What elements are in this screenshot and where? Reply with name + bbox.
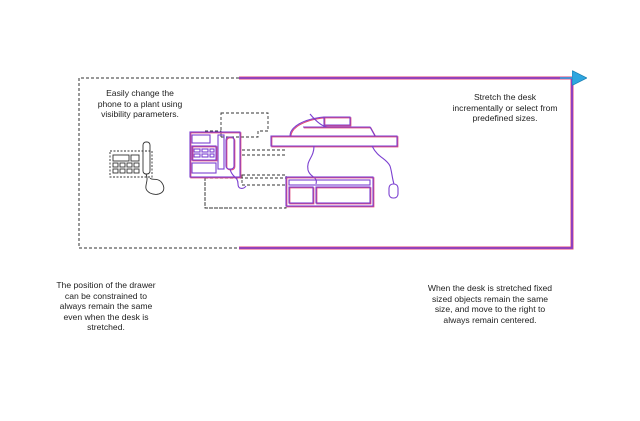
annotation-line: can be constrained to (64, 290, 148, 301)
annotation-fixed-objects: When the desk is stretched fixed sized o… (414, 283, 566, 325)
annotation-line: incrementally or select from (452, 102, 558, 113)
stretched-keyboard-icon (285, 176, 375, 208)
annotation-line: even when the desk is (63, 311, 149, 322)
annotation-line: sized objects remain the same (431, 293, 549, 304)
annotation-line: visibility parameters. (101, 109, 179, 119)
stretch-region-stretched-outline (239, 76, 574, 250)
original-desk-outline (204, 112, 287, 209)
annotation-phone-plant: Easily change the phone to a plant using… (84, 88, 196, 120)
stretch-region-original-outline (78, 77, 239, 249)
stretched-phone-icon (189, 131, 247, 189)
stretched-monitor-icon (270, 113, 399, 199)
telephone-icon (109, 141, 165, 195)
annotation-line: When the desk is stretched fixed (427, 283, 553, 293)
annotation-line: predefined sizes. (472, 113, 538, 123)
annotation-line: always remain the same (59, 301, 153, 311)
annotation-stretch-desk: Stretch the desk incrementally or select… (444, 92, 566, 124)
annotation-line: always remain centered. (443, 314, 537, 325)
annotation-line: Stretch the desk (473, 92, 537, 102)
annotation-line: size, and move to the right to (434, 304, 546, 314)
annotation-line: Easily change the (106, 88, 174, 98)
annotation-drawer-constraint: The position of the drawer can be constr… (38, 280, 174, 333)
annotation-line: phone to a plant using (97, 98, 183, 109)
annotation-line: stretched. (87, 322, 125, 332)
annotation-line: The position of the drawer (56, 280, 156, 290)
